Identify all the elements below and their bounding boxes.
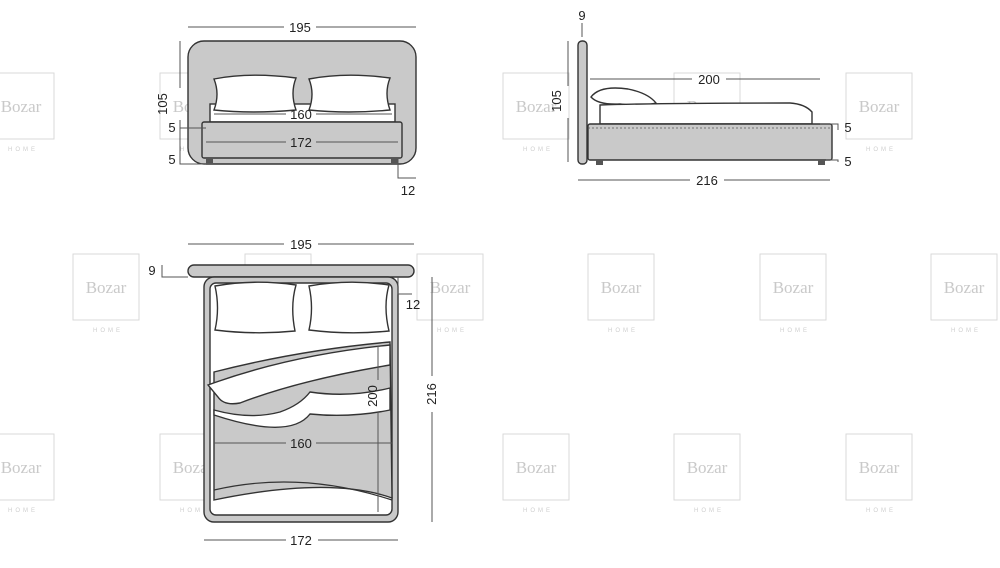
- svg-text:Bozar: Bozar: [1, 97, 42, 116]
- side-pillow: [590, 87, 658, 106]
- watermark: Bozar HOME: [416, 253, 484, 334]
- svg-text:HOME: HOME: [8, 147, 38, 153]
- svg-text:HOME: HOME: [437, 328, 467, 334]
- svg-text:Bozar: Bozar: [86, 278, 127, 297]
- watermark: Bozar HOME: [587, 253, 655, 334]
- side-frame: [587, 123, 833, 161]
- watermark: Bozar HOME: [673, 433, 741, 514]
- top-mattress-length-label: 200: [365, 385, 380, 407]
- svg-text:Bozar: Bozar: [516, 458, 557, 477]
- front-side-offset-label: 5: [168, 120, 175, 135]
- side-mattress-length-label: 200: [698, 72, 720, 87]
- svg-text:HOME: HOME: [523, 147, 553, 153]
- side-view: 9 105 200 216 5 5: [549, 8, 852, 188]
- watermark: Bozar HOME: [0, 72, 55, 153]
- watermark: Bozar HOME: [502, 433, 570, 514]
- svg-text:Bozar: Bozar: [430, 278, 471, 297]
- watermark: Bozar HOME: [72, 253, 140, 334]
- front-view: 195 105 160 172 5 5 12: [155, 20, 417, 198]
- svg-text:Bozar: Bozar: [601, 278, 642, 297]
- svg-text:HOME: HOME: [523, 508, 553, 514]
- top-duvet-edge: [213, 387, 391, 428]
- watermark: Bozar HOME: [502, 72, 570, 153]
- top-headboard-width-label: 195: [290, 237, 312, 252]
- side-total-length-label: 216: [696, 173, 718, 188]
- front-frame-width-label: 172: [290, 135, 312, 150]
- watermark-layer: Bozar HOME Bozar HOME Bozar HOME Bozar H…: [0, 72, 998, 514]
- front-mattress-width-label: 160: [290, 107, 312, 122]
- watermark: Bozar HOME: [0, 433, 55, 514]
- front-pillow-left: [213, 74, 297, 113]
- top-headboard: [187, 264, 415, 278]
- svg-text:Bozar: Bozar: [516, 97, 557, 116]
- svg-text:Bozar: Bozar: [944, 278, 985, 297]
- svg-text:Bozar: Bozar: [687, 458, 728, 477]
- front-frame: [201, 121, 403, 159]
- top-total-length-label: 216: [424, 383, 439, 405]
- svg-text:Bozar: Bozar: [859, 97, 900, 116]
- top-view: 195 9 12 200 216 160 172: [148, 237, 439, 548]
- svg-text:Bozar: Bozar: [1, 458, 42, 477]
- svg-text:Bozar: Bozar: [859, 458, 900, 477]
- top-duvet-fold: [206, 344, 391, 405]
- front-width-label: 195: [289, 20, 311, 35]
- top-pillow-right: [308, 281, 390, 334]
- side-duvet: [599, 102, 813, 125]
- front-foot-height-label: 12: [401, 183, 415, 198]
- side-top-offset-label: 5: [844, 120, 851, 135]
- side-foot-back: [818, 160, 825, 165]
- svg-text:HOME: HOME: [93, 328, 123, 334]
- side-foot-front: [596, 160, 603, 165]
- watermark: Bozar HOME: [845, 433, 913, 514]
- front-height-label: 105: [155, 93, 170, 115]
- svg-text:HOME: HOME: [866, 508, 896, 514]
- front-foot-left: [206, 158, 213, 163]
- svg-text:HOME: HOME: [694, 508, 724, 514]
- side-headboard: [577, 40, 588, 165]
- top-duvet-hem: [213, 481, 393, 501]
- svg-text:Bozar: Bozar: [773, 278, 814, 297]
- top-headboard-thickness-label: 9: [148, 263, 155, 278]
- svg-text:HOME: HOME: [780, 328, 810, 334]
- side-height-label: 105: [549, 90, 564, 112]
- svg-text:HOME: HOME: [608, 328, 638, 334]
- top-pillow-left: [214, 281, 297, 334]
- watermark: Bozar HOME: [759, 253, 827, 334]
- top-gap-label: 12: [406, 297, 420, 312]
- svg-text:HOME: HOME: [951, 328, 981, 334]
- svg-text:HOME: HOME: [8, 508, 38, 514]
- front-pillow-right: [308, 74, 391, 113]
- watermark: Bozar HOME: [930, 253, 998, 334]
- front-base-offset-label: 5: [168, 152, 175, 167]
- top-frame-width-label: 172: [290, 533, 312, 548]
- watermark: Bozar HOME: [845, 72, 913, 153]
- svg-text:HOME: HOME: [180, 508, 210, 514]
- top-mattress-width-label: 160: [290, 436, 312, 451]
- side-headboard-thickness-label: 9: [578, 8, 585, 23]
- side-bottom-offset-label: 5: [844, 154, 851, 169]
- front-foot-right: [391, 158, 398, 163]
- svg-text:HOME: HOME: [866, 147, 896, 153]
